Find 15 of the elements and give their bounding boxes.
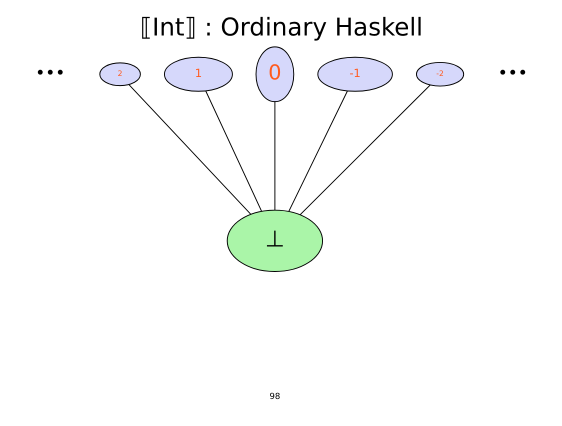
node-ellipse: 0 [255, 46, 294, 102]
label: 98 [268, 392, 280, 402]
connector [204, 90, 262, 212]
label: ••• [34, 63, 65, 84]
node-ellipse: -2 [416, 62, 464, 87]
label: ••• [497, 63, 528, 84]
diagram-title: ⟦Int⟧ : Ordinary Haskell [139, 12, 423, 42]
connector [128, 84, 251, 215]
connector [274, 101, 275, 211]
connector [299, 84, 430, 216]
node-ellipse: ⊥ [226, 210, 323, 272]
connector [288, 90, 348, 212]
node-ellipse: -1 [316, 56, 392, 92]
node-ellipse: 2 [98, 62, 140, 86]
node-ellipse: 1 [164, 56, 232, 92]
